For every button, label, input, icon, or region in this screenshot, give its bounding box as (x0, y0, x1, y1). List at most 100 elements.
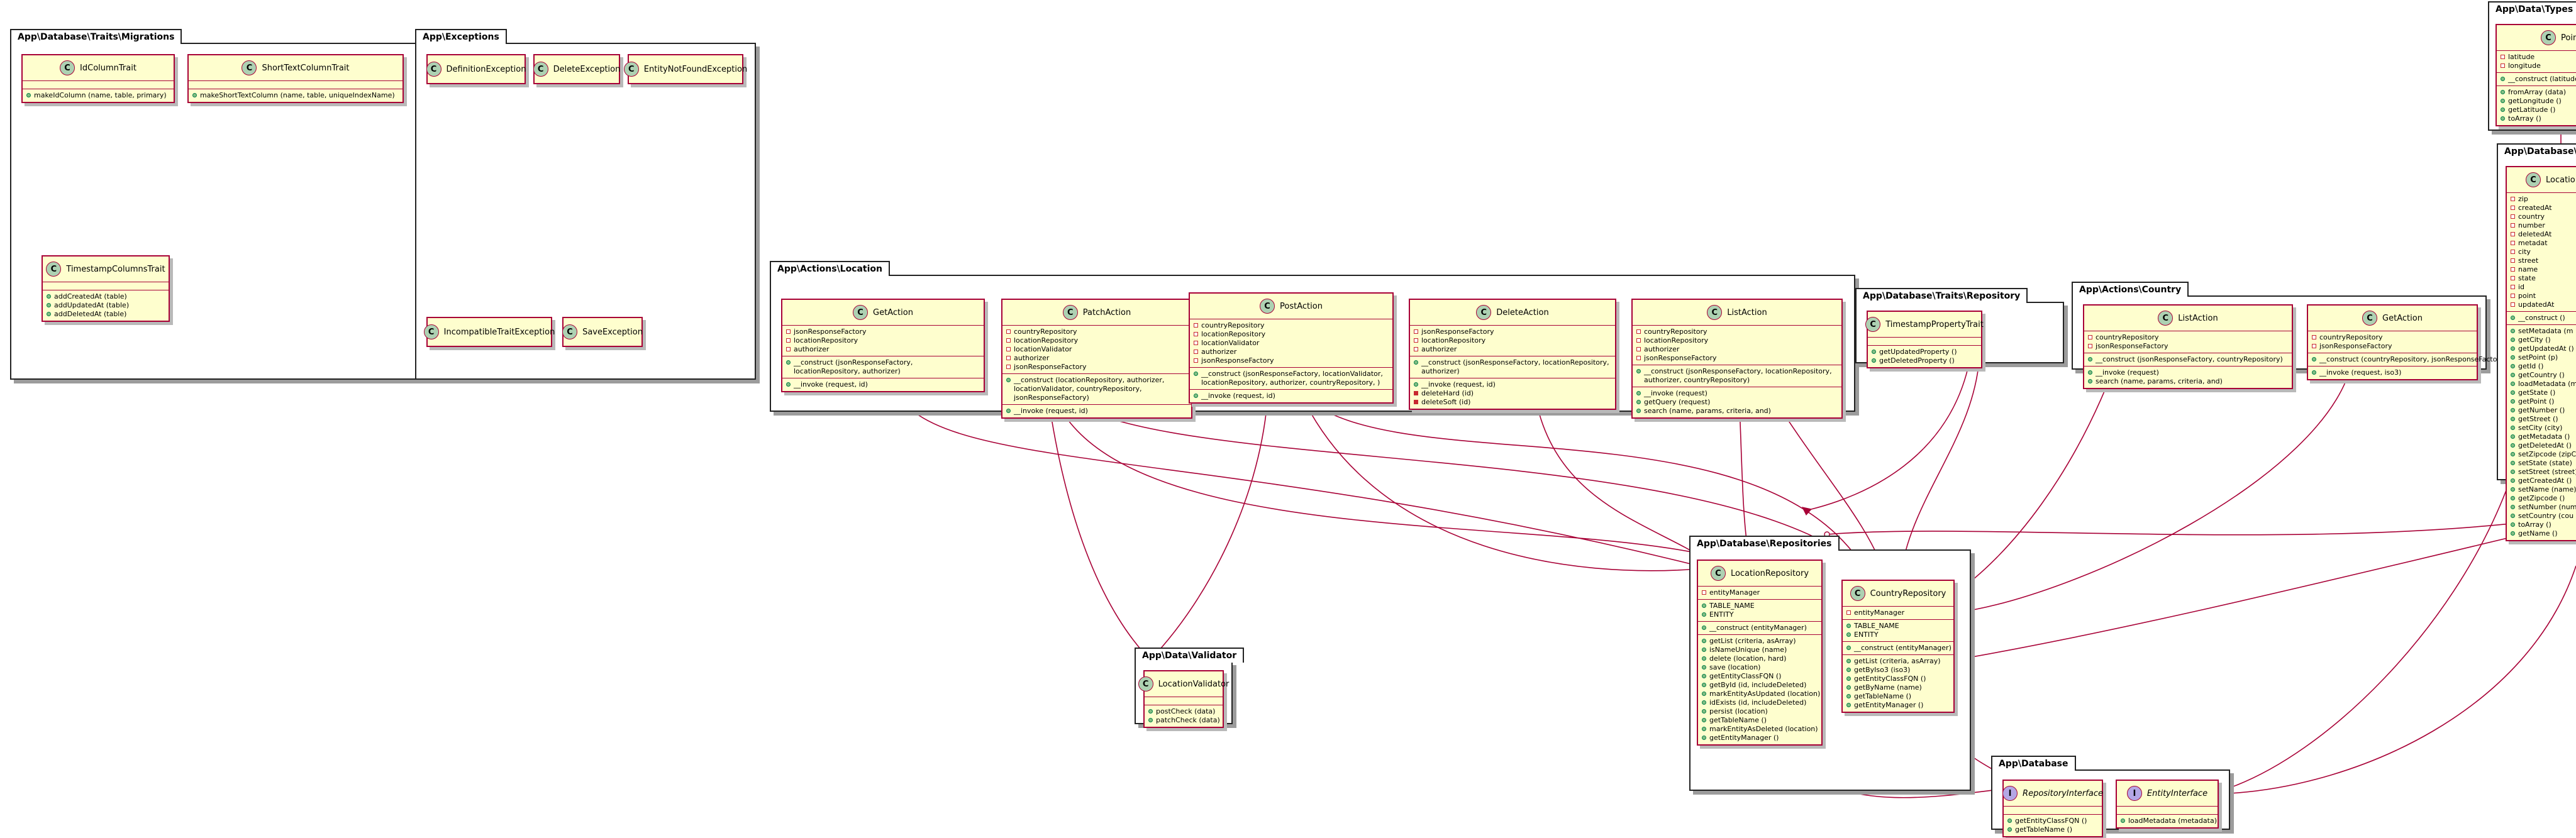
field: countryRepository (1644, 328, 1707, 336)
link-postaction-to-location-repository (1304, 402, 1699, 571)
method: getTableName () (1709, 716, 1767, 724)
field: metadat (2518, 239, 2548, 247)
method: postCheck (data) (1156, 707, 1216, 715)
methods-section: __construct (entityManager) (1698, 622, 1821, 635)
method: getByName (name) (1854, 683, 1922, 692)
private-field-icon (1006, 329, 1011, 334)
method: __construct (locationRepository, authori… (1014, 376, 1165, 402)
public-icon (2511, 338, 2515, 342)
private-field-icon (2511, 276, 2515, 280)
public-icon (2511, 461, 2515, 465)
private-field-icon (1414, 338, 1418, 343)
public-icon (2511, 505, 2515, 509)
methods-section: __invoke (request, id) (1190, 390, 1392, 402)
private-field-icon (1006, 338, 1011, 343)
method: save (location) (1709, 663, 1761, 671)
class-icon: C (623, 62, 639, 77)
private-field-icon (1414, 329, 1418, 334)
public-icon (26, 93, 31, 97)
methods-section: __construct (jsonResponseFactory, locati… (1410, 356, 1615, 378)
private-field-icon (1636, 338, 1641, 343)
method: getTableName () (2015, 825, 2073, 834)
method: __invoke (request) (2096, 368, 2159, 377)
method: setCountry (cou (2518, 512, 2574, 520)
field: countryRepository (1201, 321, 1265, 329)
class-point[interactable]: CPoint latitude longitude __construct (l… (2496, 24, 2576, 126)
methods-section: __invoke (request, id) (1002, 405, 1191, 417)
class-name: EntityInterface (2146, 788, 2208, 798)
package-label: App\Exceptions (415, 29, 507, 44)
field: authorizer (1421, 345, 1457, 353)
fields-section: countryRepository locationRepository loc… (1190, 319, 1392, 368)
class-name: SaveException (582, 327, 643, 337)
methods-section: loadMetadata (metadata) (2117, 815, 2218, 827)
public-icon (1702, 736, 1706, 740)
public-icon (1702, 700, 1706, 705)
methods-section: fromArray (data) getLongitude () getLati… (2497, 86, 2576, 125)
private-field-icon (786, 347, 791, 351)
methods-section: __invoke (request, id) (782, 378, 984, 391)
methods-section: __invoke (request, id) deleteHard (id) d… (1410, 378, 1615, 409)
public-icon (2312, 370, 2316, 375)
field: city (2518, 248, 2531, 256)
class-icon: C (533, 62, 548, 77)
public-icon (1702, 639, 1706, 643)
method: search (name, params, criteria, and) (2096, 377, 2223, 385)
methods-section: __invoke (request) search (name, params,… (2084, 367, 2292, 388)
public-icon (1636, 400, 1641, 404)
public-icon (2088, 357, 2092, 361)
public-icon (2007, 827, 2012, 832)
public-icon (2511, 496, 2515, 500)
fields-section: latitude longitude (2497, 51, 2576, 73)
public-icon (1846, 676, 1851, 681)
class-icon: C (1710, 566, 1726, 581)
fields-section: entityManager (1698, 587, 1821, 600)
link-country-getaction-to-country-repository (1953, 361, 2353, 614)
method: makeIdColumn (name, table, primary) (34, 91, 167, 99)
private-field-icon (2511, 285, 2515, 289)
public-icon (1846, 668, 1851, 672)
constant: ENTITY (1709, 610, 1734, 619)
method: getEntityClassFQN () (1709, 672, 1782, 680)
field: authorizer (794, 345, 830, 353)
public-icon (2511, 478, 2515, 483)
public-icon (47, 294, 51, 299)
constants-section: TABLE_NAME ENTITY (1698, 600, 1821, 622)
fields-section: zip createdAt country number deletedAt m… (2507, 193, 2576, 312)
fields-section (1145, 697, 1223, 705)
link-country-listaction-to-country-repository (1953, 361, 2117, 595)
class-name: CountryRepository (1870, 588, 1946, 598)
constant: TABLE_NAME (1854, 622, 1899, 630)
fields-section: jsonResponseFactory locationRepository a… (782, 326, 984, 356)
field: country (2518, 212, 2545, 221)
method: __invoke (request, id) (1014, 407, 1088, 415)
private-field-icon (2312, 335, 2316, 339)
methods-section: makeShortTextColumn (name, table, unique… (189, 89, 402, 102)
public-icon (2511, 390, 2515, 395)
public-icon (1846, 703, 1851, 707)
